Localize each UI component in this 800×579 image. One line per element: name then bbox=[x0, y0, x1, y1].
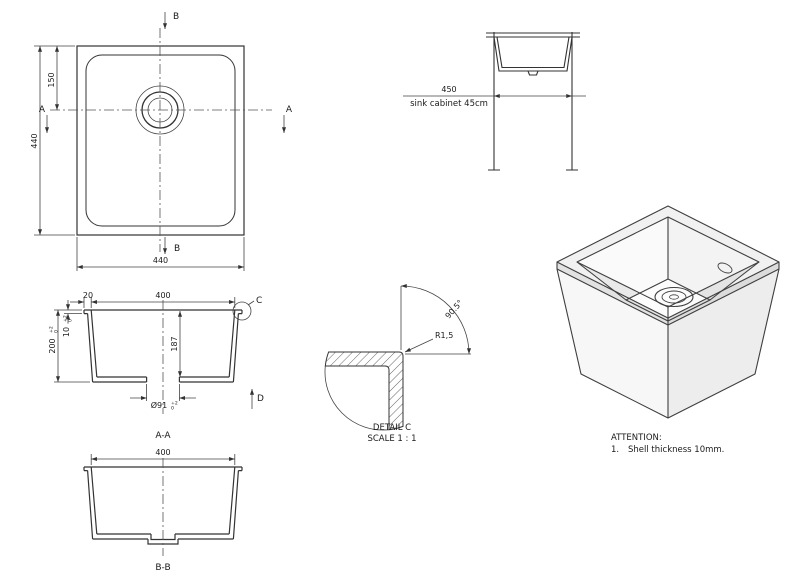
detail-break-arc bbox=[324, 365, 390, 431]
attention-note-number: 1. bbox=[611, 445, 619, 455]
shell-section-hatched bbox=[324, 351, 404, 431]
outer-body-edges bbox=[556, 268, 780, 419]
angle-dim-arc bbox=[400, 283, 472, 355]
dim-label-200: 200 bbox=[48, 338, 57, 353]
section-aa-extension-lines bbox=[54, 297, 236, 401]
direction-marker-d: D bbox=[257, 394, 264, 404]
outer-wall-right bbox=[668, 269, 779, 418]
section-bb-view: 400 B-B bbox=[83, 448, 243, 573]
dim-label-187: 187 bbox=[170, 336, 179, 351]
dim-label-drain: Ø91 bbox=[151, 400, 167, 410]
cabinet-caption: sink cabinet 45cm bbox=[410, 99, 488, 109]
section-aa-label: A-A bbox=[155, 431, 171, 441]
detail-c-view: R1,5 90.5° DETAIL C SCALE 1 : 1 bbox=[324, 283, 472, 444]
dim-drain-tol-plus: +2 bbox=[171, 401, 178, 407]
extension-lines bbox=[34, 45, 245, 271]
overflow-hole-ellipse bbox=[717, 262, 733, 274]
bowl-corner-edges bbox=[576, 217, 760, 321]
cabinet-side-view: 450 sink cabinet 45cm bbox=[403, 32, 586, 171]
sink-bowl-outline bbox=[85, 54, 236, 227]
dim-label-450: 450 bbox=[441, 85, 456, 94]
dim-label-20: 20 bbox=[83, 291, 93, 300]
dim-label-400-bb: 400 bbox=[155, 448, 170, 457]
rim-edge-left bbox=[557, 262, 668, 325]
section-marker-a-left: A bbox=[39, 105, 46, 115]
radius-leader bbox=[404, 338, 434, 353]
detail-c-leader bbox=[247, 300, 255, 306]
dim-label-150: 150 bbox=[47, 72, 56, 87]
detail-c-scale: SCALE 1 : 1 bbox=[367, 434, 416, 444]
section-aa-view: 20 400 C 10 +2 0 200 +2 0 187 Ø91 +2 0 D… bbox=[48, 291, 264, 441]
dim-200-tol-plus: +2 bbox=[49, 326, 55, 333]
section-marker-b-top: B bbox=[173, 12, 179, 22]
dim-drain-tol-zero: 0 bbox=[171, 406, 174, 412]
detail-marker-c: C bbox=[256, 296, 262, 306]
dim-label-angle: 90.5° bbox=[444, 298, 465, 320]
drain-mid-ellipse bbox=[661, 290, 687, 304]
isometric-view bbox=[556, 205, 780, 419]
dim-label-440-left: 440 bbox=[30, 133, 39, 148]
detail-c-circle bbox=[232, 301, 252, 321]
dim-label-400: 400 bbox=[155, 291, 170, 300]
rim-edge-right bbox=[668, 262, 779, 325]
attention-note-text: Shell thickness 10mm. bbox=[628, 445, 724, 455]
sink-outer-outline bbox=[76, 45, 245, 236]
drain-outer-ellipse bbox=[654, 286, 694, 308]
section-marker-a-right: A bbox=[286, 105, 293, 115]
dim-label-10: 10 bbox=[62, 327, 71, 337]
dim-label-radius: R1,5 bbox=[435, 331, 453, 340]
attention-title: ATTENTION: bbox=[611, 433, 662, 443]
cabinet-and-sink-outline bbox=[486, 32, 580, 171]
section-marker-b-bottom: B bbox=[174, 244, 180, 254]
section-bb-label: B-B bbox=[155, 563, 170, 573]
outer-wall-left bbox=[557, 269, 668, 418]
plan-view: B B A A 150 440 440 bbox=[30, 12, 293, 271]
dim-10-tol-plus: +2 bbox=[63, 315, 69, 322]
centerlines bbox=[50, 28, 272, 252]
drain-center-ellipse bbox=[669, 294, 679, 300]
dim-200-tol-zero: 0 bbox=[54, 330, 60, 333]
dim-label-440-bottom: 440 bbox=[153, 256, 168, 265]
attention-note: ATTENTION: 1. Shell thickness 10mm. bbox=[611, 433, 724, 455]
dim-10-tol-zero: 0 bbox=[68, 319, 74, 322]
detail-c-title: DETAIL C bbox=[373, 423, 411, 433]
